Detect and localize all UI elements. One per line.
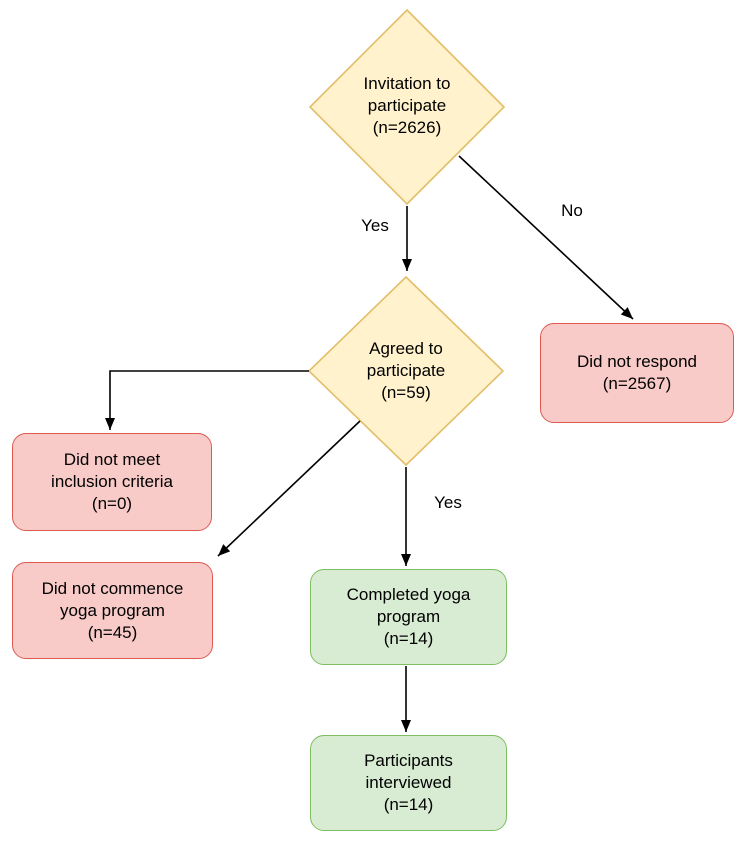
diamond-agreed-label: Agreed to participate (n=59) — [326, 338, 486, 404]
node-did-not-meet-inclusion: Did not meet inclusion criteria (n=0) — [12, 433, 212, 531]
label-count: (n=14) — [383, 795, 434, 814]
diamond-invitation-label: Invitation to participate (n=2626) — [327, 73, 487, 139]
node-completed-yoga: Completed yoga program (n=14) — [310, 569, 507, 665]
diamond-invitation — [308, 8, 506, 206]
label-count: (n=2626) — [372, 118, 442, 137]
label-line: Did not meet — [63, 450, 161, 469]
label-line: Participants — [364, 751, 453, 770]
node-did-not-respond: Did not respond (n=2567) — [540, 323, 734, 423]
label-line: yoga program — [60, 600, 165, 620]
label-count: (n=2567) — [602, 374, 672, 393]
label-line: interviewed — [365, 773, 452, 792]
label-line: program — [376, 607, 441, 626]
label-line: Did not commence — [41, 578, 184, 598]
edge-label-yes-bottom: Yes — [434, 493, 462, 512]
label-count: (n=59) — [381, 383, 431, 402]
arrow-agreed-to-inclusion — [105, 370, 309, 430]
arrow-invitation-no — [458, 155, 634, 320]
label-line: inclusion criteria — [51, 472, 173, 491]
edge-label-yes-top: Yes — [361, 216, 389, 235]
arrow-agreed-to-commence — [217, 420, 361, 557]
edge-label-no: No — [561, 201, 583, 220]
node-participants-interviewed: Participants interviewed (n=14) — [310, 735, 507, 831]
node-did-not-commence: Did not commence yoga program (n=45) — [12, 562, 213, 659]
label-line: participate — [366, 361, 446, 380]
label-count: (n=45) — [87, 622, 138, 642]
label-line: participate — [367, 96, 447, 115]
label-line: Invitation to — [363, 74, 451, 93]
label-line: Completed yoga — [346, 585, 471, 604]
label-count: (n=14) — [383, 629, 434, 648]
diamond-agreed — [307, 275, 505, 467]
label-line: Did not respond — [576, 352, 698, 371]
label-count: (n=0) — [91, 494, 133, 513]
label-line: Agreed to — [369, 339, 443, 358]
